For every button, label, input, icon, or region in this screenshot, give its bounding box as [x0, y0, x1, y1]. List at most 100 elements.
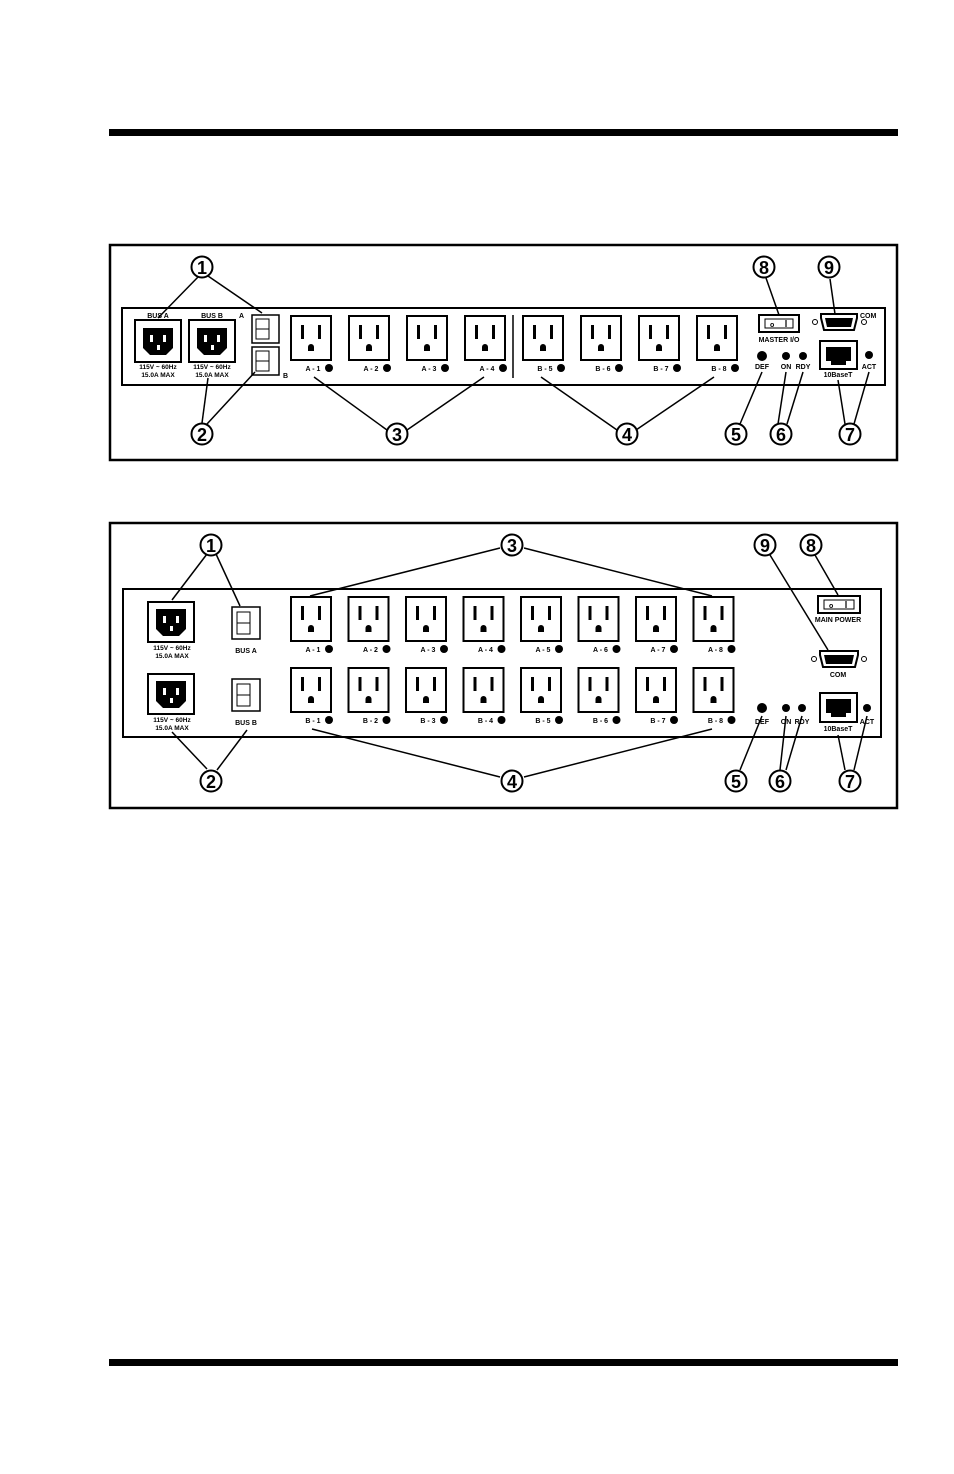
outlet-5[interactable]: A - 5	[520, 596, 563, 654]
rdy-led-label: RDY	[796, 364, 811, 371]
outlet-8[interactable]: B - 8	[696, 315, 739, 373]
bus-b-rating-line1: 115V ~ 60Hz	[193, 364, 231, 371]
figure-1-rear-panel-1u: BUS A 115V ~ 60Hz 15.0A MAX BUS B 115V ~…	[108, 243, 899, 462]
outlet-6[interactable]: B - 6	[580, 315, 623, 373]
outlet-status-led	[673, 364, 681, 372]
outlet-7[interactable]: B - 7	[638, 315, 681, 373]
svg-text:2: 2	[206, 772, 216, 792]
com-port[interactable]	[811, 650, 867, 668]
outlet-8[interactable]: A - 8	[692, 596, 736, 654]
outlet-label: A - 2	[364, 366, 379, 373]
outlet-2[interactable]: A - 2	[348, 315, 391, 373]
outlet-4[interactable]: A - 4	[464, 315, 507, 373]
main-power-switch[interactable]: o	[817, 595, 861, 614]
outlet-3[interactable]: A - 3	[406, 315, 449, 373]
outlet-status-led	[325, 645, 333, 653]
bus-a-rating-line2: 15.0A MAX	[141, 372, 175, 379]
callout-1: 1	[190, 255, 214, 279]
def-button-label: DEF	[755, 719, 770, 726]
svg-text:7: 7	[845, 425, 855, 445]
outlet-1[interactable]: B - 1	[290, 667, 333, 725]
breaker-a[interactable]	[231, 606, 261, 640]
callout-8: 8	[752, 255, 776, 279]
outlet-5[interactable]: B - 5	[522, 315, 565, 373]
callout-1: 1	[199, 533, 223, 557]
outlet-2[interactable]: A - 2	[347, 596, 391, 654]
callout-9: 9	[817, 255, 841, 279]
breaker-a[interactable]: A	[239, 313, 280, 344]
outlet-label: A - 3	[422, 366, 437, 373]
com-port-label: COM	[860, 313, 877, 320]
outlet-status-led	[670, 645, 678, 653]
svg-text:o: o	[829, 603, 833, 610]
master-switch-label: MASTER I/O	[759, 337, 800, 344]
bus-a-inlet: 115V ~ 60Hz 15.0A MAX	[147, 601, 195, 660]
outlet-3[interactable]: B - 3	[405, 667, 448, 725]
def-button[interactable]	[757, 703, 767, 713]
ethernet-port[interactable]	[819, 692, 858, 723]
outlet-status-led	[441, 364, 449, 372]
outlet-label: A - 4	[480, 366, 495, 373]
ethernet-port[interactable]	[819, 340, 858, 370]
outlet-label: B - 5	[537, 366, 552, 373]
outlet-2[interactable]: B - 2	[347, 667, 391, 725]
outlet-4[interactable]: A - 4	[462, 596, 506, 654]
def-button[interactable]	[757, 351, 767, 361]
on-led	[782, 352, 790, 360]
outlet-5[interactable]: B - 5	[520, 667, 563, 725]
svg-text:6: 6	[775, 772, 785, 792]
outlet-status-led	[382, 716, 391, 724]
outlet-7[interactable]: B - 7	[635, 667, 678, 725]
on-led	[782, 704, 790, 712]
outlet-label: B - 3	[420, 718, 435, 725]
callout-4: 4	[615, 422, 639, 446]
outlet-1[interactable]: A - 1	[290, 596, 333, 654]
outlet-status-led	[612, 645, 621, 653]
outlet-6[interactable]: A - 6	[577, 596, 621, 654]
bus-a-rating-line2: 15.0A MAX	[155, 653, 189, 660]
com-port-label: COM	[830, 672, 847, 679]
bus-a-inlet-label: BUS A	[147, 313, 169, 320]
svg-text:4: 4	[622, 425, 632, 445]
bus-b-rating-line2: 15.0A MAX	[155, 725, 189, 732]
breaker-b[interactable]: B	[251, 346, 288, 380]
outlet-8[interactable]: B - 8	[692, 667, 736, 725]
outlet-label: A - 7	[651, 647, 666, 654]
outlet-label: B - 5	[535, 718, 550, 725]
outlet-status-led	[612, 716, 621, 724]
outlet-status-led	[727, 645, 736, 653]
outlet-status-led	[325, 716, 333, 724]
outlet-6[interactable]: B - 6	[577, 667, 621, 725]
bus-b-inlet: 115V ~ 60Hz 15.0A MAX	[147, 673, 195, 732]
bus-b-rating-line2: 15.0A MAX	[195, 372, 229, 379]
outlet-1[interactable]: A - 1	[290, 315, 333, 373]
breaker-a-label: BUS A	[235, 648, 257, 655]
rdy-led-label: RDY	[795, 719, 810, 726]
breaker-b[interactable]	[231, 678, 261, 712]
ethernet-port-label: 10BaseT	[824, 372, 854, 379]
outlet-label: A - 2	[363, 647, 378, 654]
act-led	[865, 351, 873, 359]
footer-rule	[109, 1359, 898, 1366]
outlet-status-led	[497, 645, 506, 653]
breaker-a-tag: A	[239, 313, 244, 320]
com-port[interactable]	[812, 313, 867, 331]
outlet-status-led	[555, 645, 563, 653]
leader-lines	[157, 275, 870, 431]
svg-text:3: 3	[507, 536, 517, 556]
svg-text:2: 2	[197, 425, 207, 445]
callout-8: 8	[799, 533, 823, 557]
outlet-3[interactable]: A - 3	[405, 596, 448, 654]
callout-9: 9	[753, 533, 777, 557]
outlet-status-led	[497, 716, 506, 724]
callout-6: 6	[768, 769, 792, 793]
callout-5: 5	[724, 769, 748, 793]
callout-2: 2	[199, 769, 223, 793]
outlet-status-led	[670, 716, 678, 724]
outlet-status-led	[499, 364, 507, 372]
outlet-label: B - 8	[711, 366, 726, 373]
outlet-status-led	[383, 364, 391, 372]
act-led-label: ACT	[862, 364, 877, 371]
outlet-7[interactable]: A - 7	[635, 596, 678, 654]
outlet-4[interactable]: B - 4	[462, 667, 506, 725]
